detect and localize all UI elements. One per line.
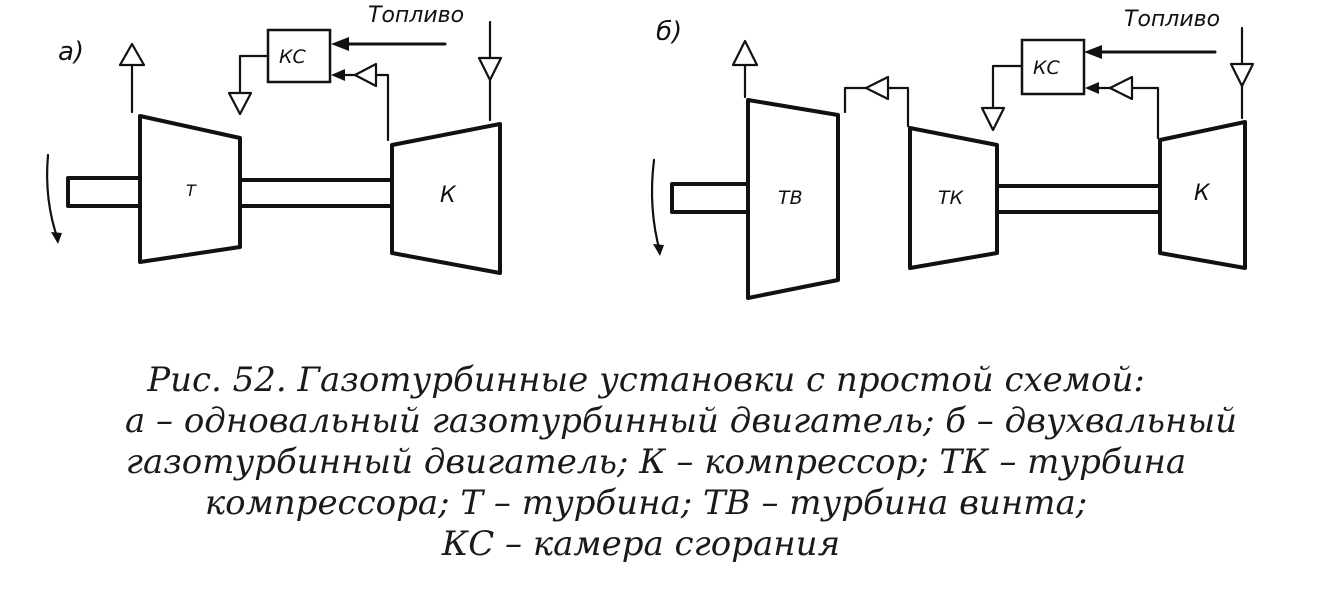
shaft-a <box>238 178 394 208</box>
compressor-b <box>1158 120 1247 270</box>
compressor-turbine <box>908 126 999 270</box>
exhaust-arrow-b <box>731 39 759 67</box>
gas-line-b <box>991 64 1024 110</box>
propeller-turbine-label: ТВ <box>778 187 803 209</box>
combustor-label-b: КС <box>1033 57 1060 79</box>
combustor-b <box>1020 38 1086 96</box>
air-line-a <box>374 73 390 142</box>
air-line-b <box>1130 86 1160 140</box>
interstage-arrow <box>864 75 890 101</box>
rotation-arrow-a <box>46 153 60 242</box>
fuel-arrowhead-b <box>1084 45 1102 59</box>
caption-line-3: газотурбинный двигатель; К – компрессор;… <box>125 442 1187 482</box>
caption-line-4: компрессора; Т – турбина; ТВ – турбина в… <box>204 483 1088 523</box>
interstage-line-2 <box>843 86 868 114</box>
turbine-label: Т <box>186 181 197 200</box>
rotation-arrow-b <box>650 158 662 254</box>
panel-label-a: а) <box>58 37 84 67</box>
gas-arrow-a <box>227 91 253 116</box>
air-arrow-a <box>353 62 378 88</box>
gas-arrow-b <box>980 106 1006 132</box>
panel-label-b: б) <box>656 17 682 47</box>
compressor-a <box>390 122 502 275</box>
intake-arrow-a <box>477 56 503 82</box>
compressor-label-a: К <box>440 183 457 208</box>
diagram-b: б) ТВ ТК К КС <box>650 7 1255 300</box>
compressor-turbine-label: ТК <box>938 187 965 209</box>
rotation-arrowhead-a <box>51 232 62 244</box>
shaft-b <box>995 184 1162 214</box>
caption-line-5: КС – камера сгорания <box>441 524 841 564</box>
rotation-arrowhead-b <box>653 244 664 256</box>
fuel-arrowhead-a <box>331 37 349 51</box>
interstage-line <box>886 86 910 128</box>
air-arrowhead-b <box>1085 82 1099 94</box>
diagram-a: а) Т К КС Топливо <box>46 3 503 275</box>
intake-arrow-b <box>1229 62 1255 88</box>
caption-line-2: а – одновальный газотурбинный двигатель;… <box>124 401 1238 441</box>
exhaust-arrow-a <box>118 42 146 67</box>
fuel-label-b: Топливо <box>1124 7 1220 32</box>
air-arrow-b <box>1108 75 1134 101</box>
propeller-turbine <box>746 98 840 300</box>
combustor-label-a: КС <box>279 46 306 68</box>
gas-line-a <box>238 54 270 94</box>
gas-turbine-diagrams: а) Т К КС Топливо <box>46 3 1255 300</box>
figure-caption: Рис. 52. Газотурбинные установки с прост… <box>0 360 1322 565</box>
compressor-label-b: К <box>1194 181 1211 206</box>
fuel-label-a: Топливо <box>368 3 464 28</box>
output-shaft-a <box>66 176 142 208</box>
caption-line-1: Рис. 52. Газотурбинные установки с прост… <box>147 360 1145 400</box>
output-shaft-b <box>670 182 750 214</box>
air-arrowhead-a <box>331 69 345 81</box>
combustor-a <box>266 28 332 84</box>
turbine-t <box>138 114 242 264</box>
